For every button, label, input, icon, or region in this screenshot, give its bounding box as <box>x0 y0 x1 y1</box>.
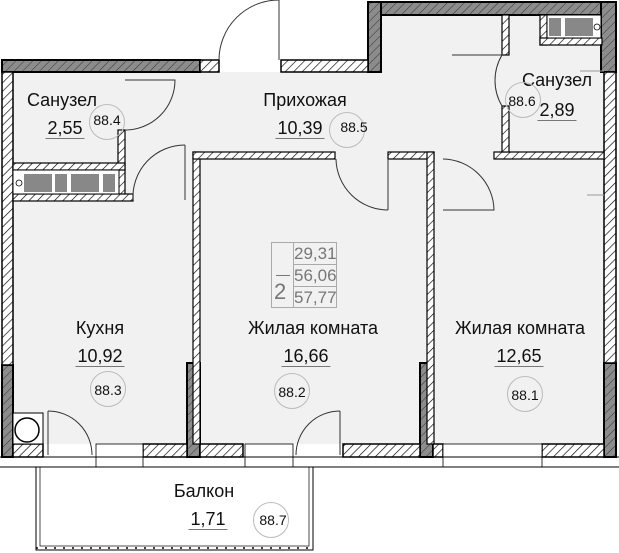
marker-circle <box>329 112 365 148</box>
room-name: Балкон <box>173 481 235 501</box>
room-area: 16,66 <box>281 346 331 367</box>
marker-circle <box>89 104 125 140</box>
washing-machine <box>12 412 44 445</box>
balcony-outline <box>0 456 619 551</box>
area-values: 29,31 56,06 57,77 <box>293 242 337 308</box>
doors <box>47 0 503 456</box>
room-name: Жилая комната <box>247 318 379 338</box>
total-with-balcony: 57,77 <box>294 288 337 307</box>
room-area: 10,92 <box>75 346 125 367</box>
room-marker: 88.2 <box>278 384 306 400</box>
ventilation-shaft-left <box>12 169 120 195</box>
room-marker: 88.6 <box>508 93 536 109</box>
area-summary: 2 29,31 56,06 57,77 <box>271 242 337 308</box>
room-name: Кухня <box>75 318 125 338</box>
exterior-walls <box>1 59 617 458</box>
room-area: 2,55 <box>45 118 85 139</box>
room-marker: 88.3 <box>94 382 122 398</box>
marker-circle <box>507 376 543 412</box>
room-area: 2,89 <box>537 100 577 121</box>
room-name: Жилая комната <box>454 318 586 338</box>
room-marker: 88.5 <box>340 119 368 135</box>
marker-circle <box>274 373 310 409</box>
room-name: Санузел <box>521 70 593 90</box>
room-marker: 88.1 <box>511 387 539 403</box>
room-marker: 88.4 <box>93 112 121 128</box>
room-count-cell: 2 <box>271 242 293 308</box>
marker-circle <box>90 371 126 407</box>
divider <box>276 275 290 276</box>
room-count: 2 <box>274 279 287 304</box>
marker-circle <box>253 502 289 538</box>
ventilation-shaft-right <box>546 14 602 39</box>
living-area: 29,31 <box>294 244 337 265</box>
total-area: 56,06 <box>294 266 337 287</box>
room-area: 1,71 <box>188 509 228 530</box>
room-area: 12,65 <box>494 346 544 367</box>
marker-circle <box>505 82 541 118</box>
room-name: Прихожая <box>263 90 347 110</box>
room-name: Санузел <box>26 90 98 110</box>
room-area: 10,39 <box>275 118 325 139</box>
room-marker: 88.7 <box>259 512 287 528</box>
detail-lines <box>580 70 604 196</box>
